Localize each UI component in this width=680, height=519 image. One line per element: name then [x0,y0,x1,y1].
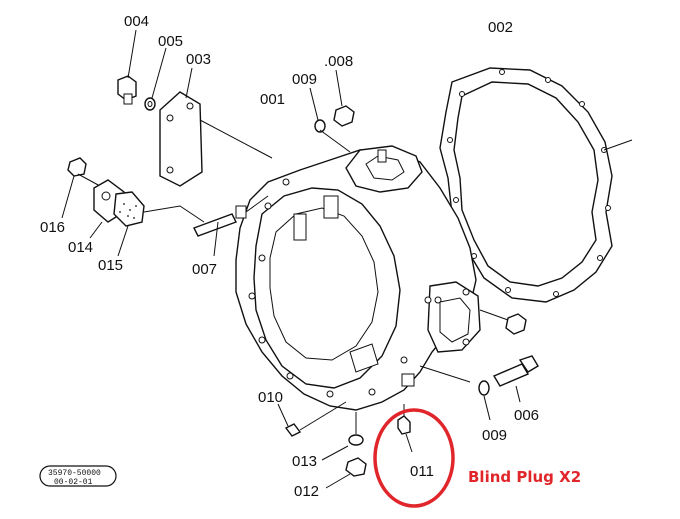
label-002: 002 [488,19,513,36]
nut-008 [333,105,355,127]
label-006: 006 [514,407,539,424]
label-009-upper: 009 [292,71,317,88]
bolt-016 [67,157,101,187]
blind-plug-annotation: Blind Plug X2 [468,468,581,486]
highlight-circle [373,408,455,508]
washer-009-lower [478,380,490,396]
label-013: 013 [292,453,317,470]
drawing-number-stamp: 35970-50000 00-02-01 [39,465,117,487]
label-012: 012 [294,483,319,500]
plug-012 [345,457,367,477]
cover-plate-003 [159,91,273,187]
clutch-housing-001 [235,145,481,411]
dowel-pin-010 [277,401,347,437]
blind-plug-011 [397,404,413,453]
gasket-015 [113,191,145,227]
washer-009-upper [314,119,326,133]
gasket-002 [439,67,633,303]
label-005: 005 [158,33,183,50]
label-003: 003 [186,51,211,68]
stamp-line-1: 35970-50000 [48,469,101,478]
label-015: 015 [98,257,123,274]
label-010: 010 [258,389,283,406]
label-011: 011 [410,463,434,480]
label-007: 007 [192,261,217,278]
nut-side [479,309,527,335]
bolt-006 [492,355,539,387]
stud-bolt-007 [193,195,269,257]
label-016: 016 [40,219,65,236]
bolt-004 [117,75,137,105]
label-004: 004 [124,13,149,30]
stamp-line-2: 00-02-01 [54,478,93,487]
label-014: 014 [68,239,93,256]
washer-013 [348,434,364,446]
label-009-lower: 009 [482,427,507,444]
washer-005 [144,97,156,111]
label-008: .008 [324,53,353,70]
label-001: 001 [260,91,285,108]
